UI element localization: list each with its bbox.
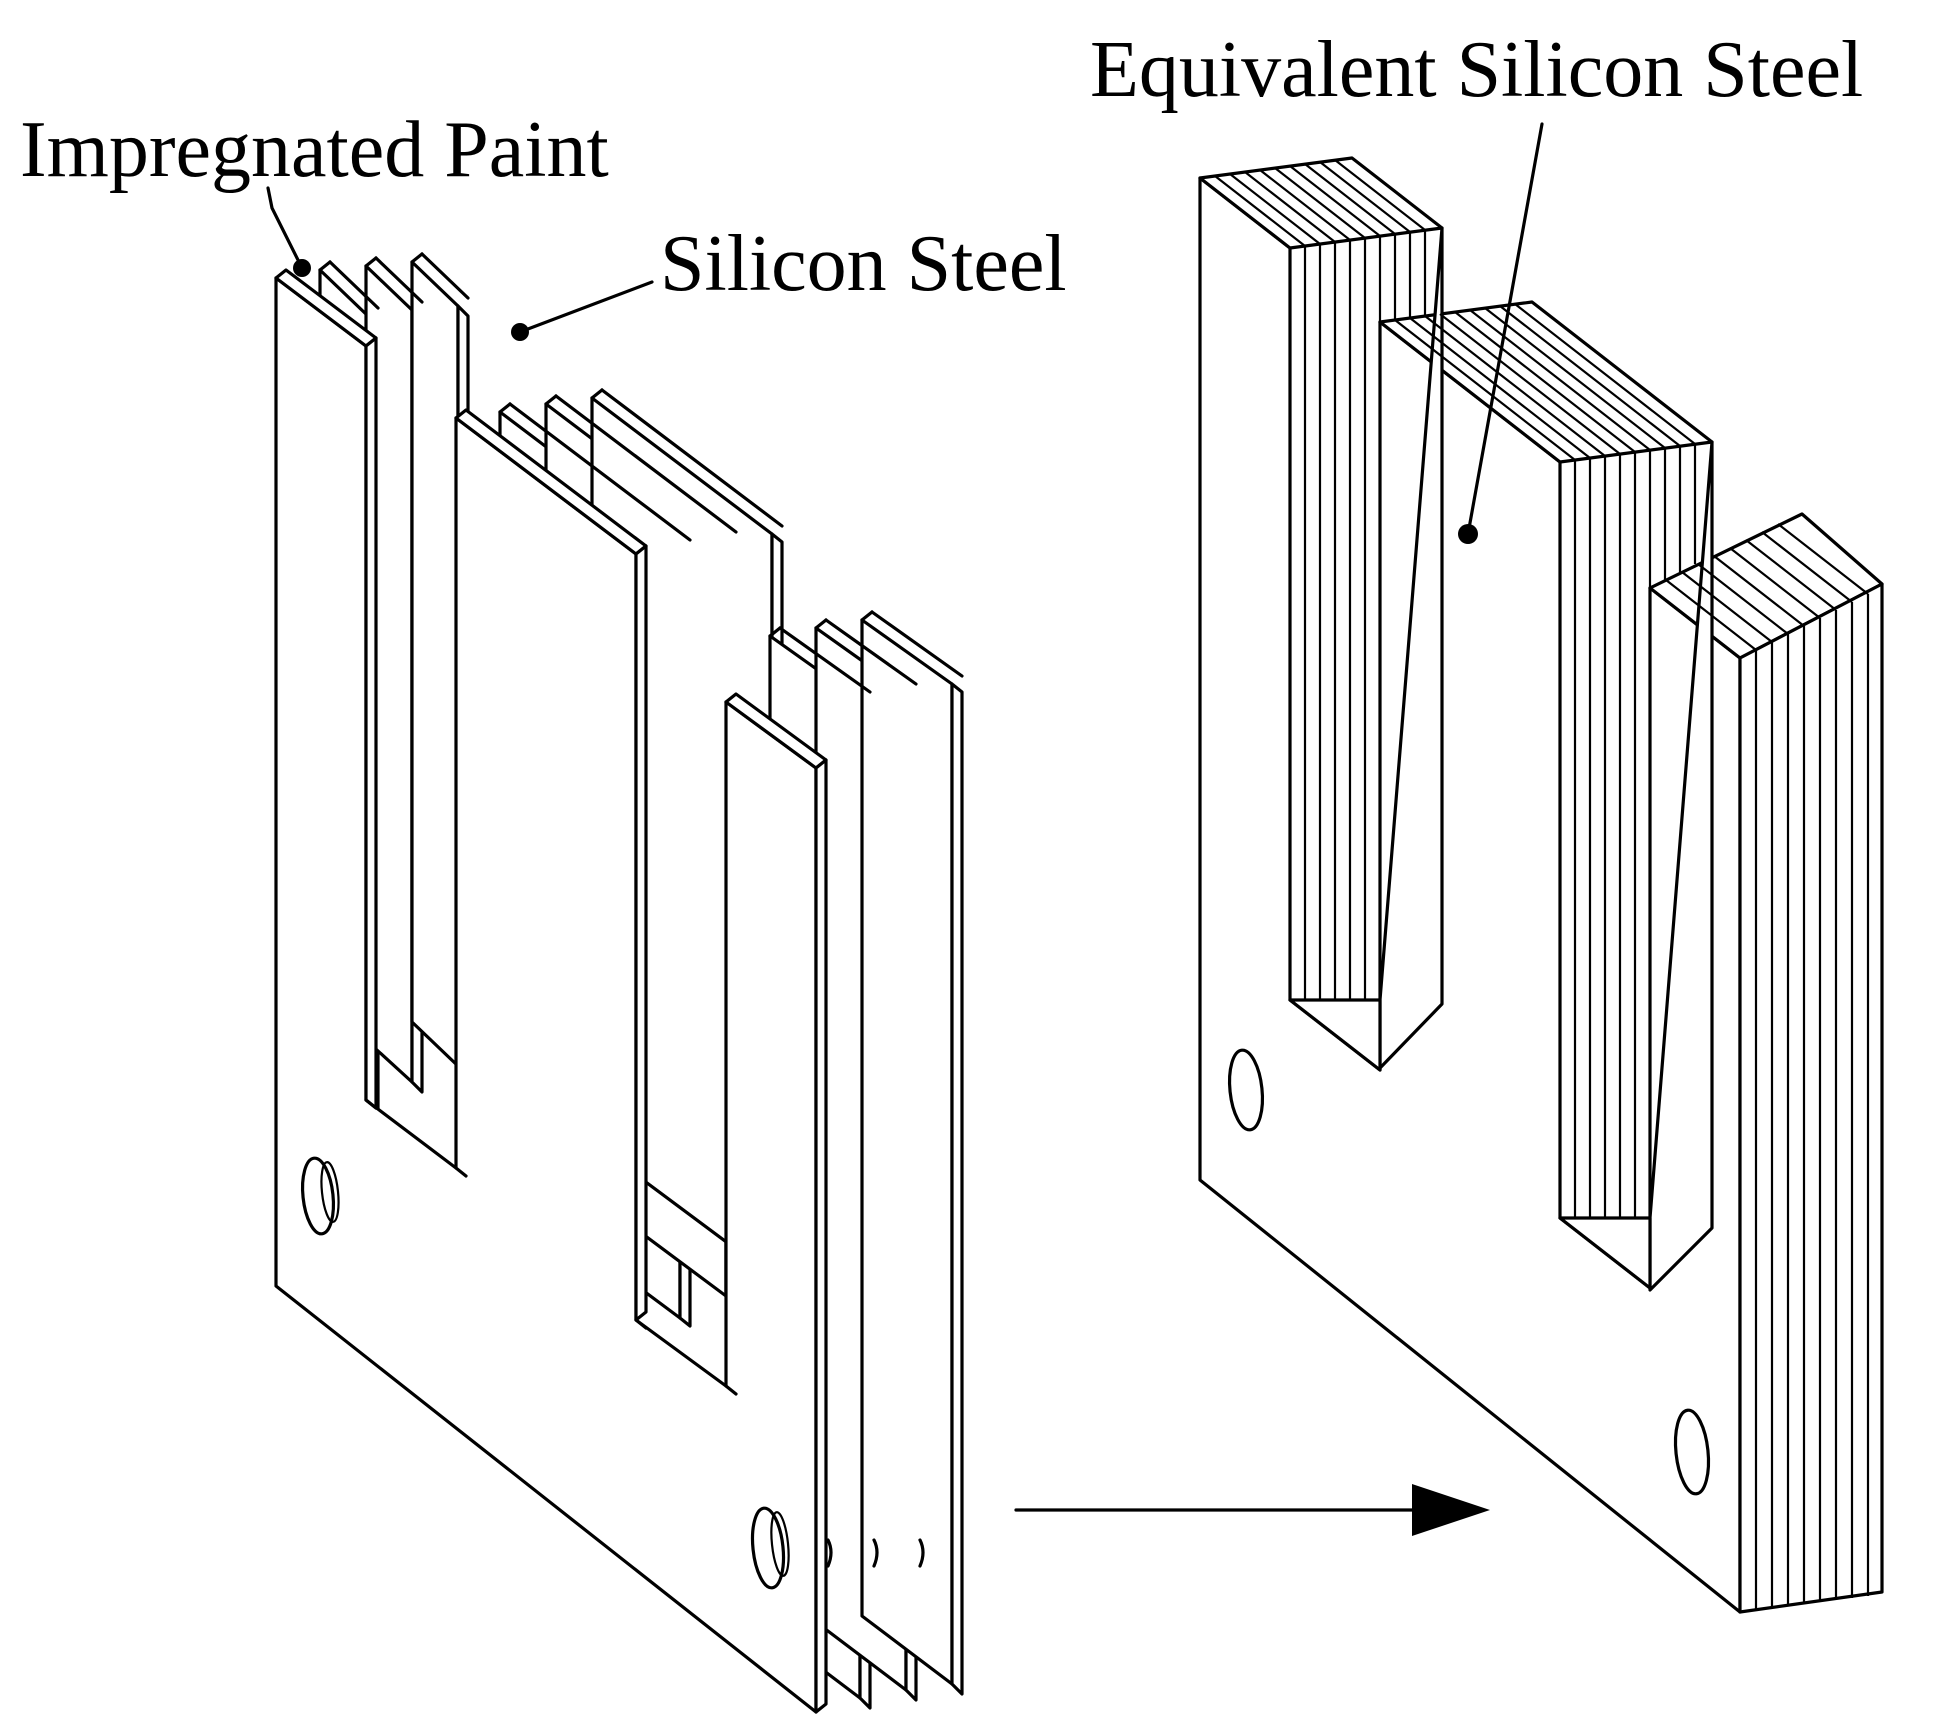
leader-equivalent-silicon-steel [1458, 122, 1544, 544]
leader-impregnated-paint [266, 186, 311, 277]
mounting-hole-right-top [1227, 1048, 1265, 1132]
front-sheet [274, 268, 828, 1714]
transformation-arrow [1014, 1484, 1490, 1536]
label-equivalent-silicon-steel: Equivalent Silicon Steel [1090, 26, 1863, 114]
label-silicon-steel: Silicon Steel [660, 220, 1067, 308]
leader-silicon-steel [511, 280, 654, 341]
mounting-holes-left [300, 1156, 925, 1590]
equivalent-lamination-lines [1214, 159, 1870, 1610]
laminated-core [274, 252, 964, 1714]
label-impregnated-paint: Impregnated Paint [20, 106, 609, 194]
mounting-hole-right-bottom [1673, 1408, 1711, 1496]
equivalent-core [1198, 156, 1884, 1614]
